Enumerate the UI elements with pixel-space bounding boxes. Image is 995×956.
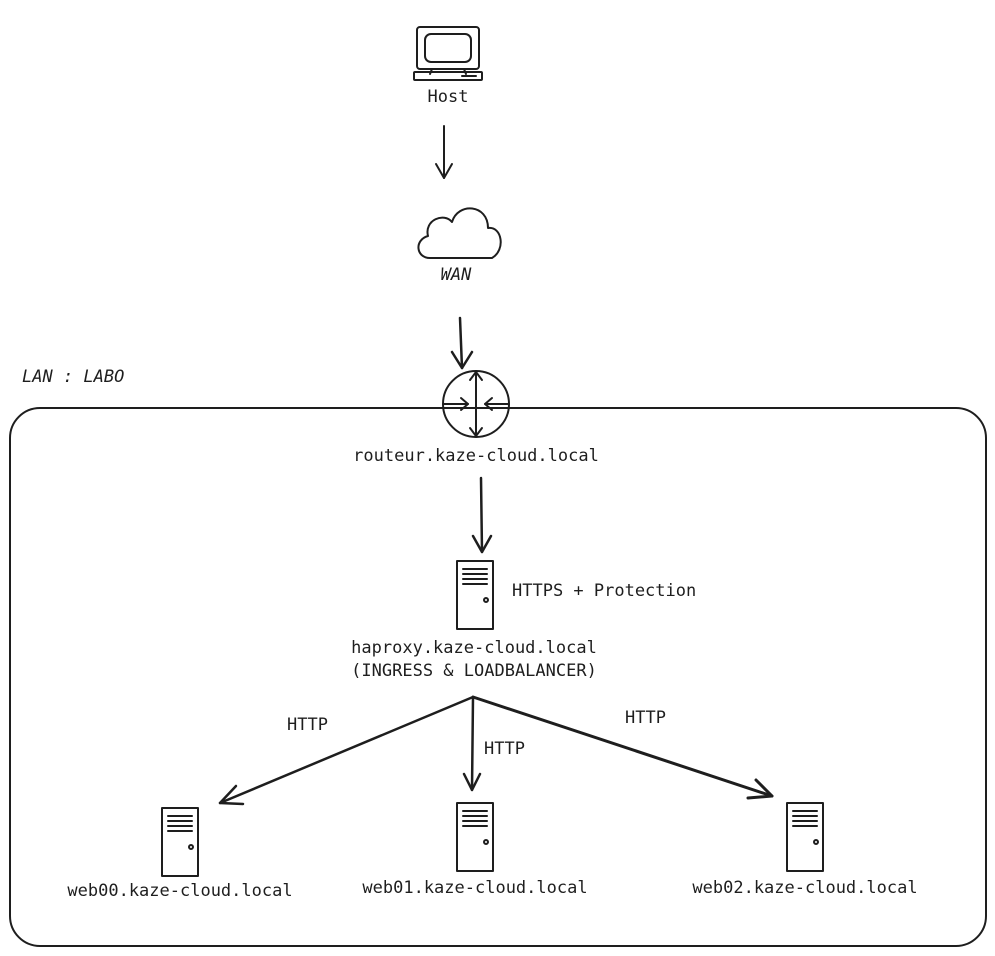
arrow-haproxy-to-web00 <box>218 695 475 806</box>
haproxy-label: haproxy.kaze-cloud.local <box>351 638 597 658</box>
web01-label: web01.kaze-cloud.local <box>362 878 588 898</box>
arrow-wan-to-router <box>450 316 474 370</box>
arrow-host-to-wan <box>435 125 453 179</box>
lan-label: LAN : LABO <box>22 367 125 387</box>
lan-boundary <box>9 407 987 947</box>
web02-server-icon <box>786 802 824 872</box>
web00-label: web00.kaze-cloud.local <box>67 881 293 901</box>
haproxy-server-icon <box>456 560 494 630</box>
router-label: routeur.kaze-cloud.local <box>353 446 599 466</box>
wan-label: WAN <box>440 265 472 285</box>
edge-label-web00: HTTP <box>287 715 328 735</box>
arrow-haproxy-to-web01 <box>462 695 482 792</box>
host-label: Host <box>427 87 469 107</box>
computer-icon <box>413 26 483 81</box>
edge-label-web01: HTTP <box>484 739 525 759</box>
edge-label-web02: HTTP <box>625 708 666 728</box>
haproxy-role: (INGRESS & LOADBALANCER) <box>351 661 597 681</box>
router-icon <box>442 370 510 438</box>
web01-server-icon <box>456 802 494 872</box>
cloud-icon <box>417 207 502 259</box>
web02-label: web02.kaze-cloud.local <box>692 878 918 898</box>
web00-server-icon <box>161 807 199 877</box>
arrow-router-to-haproxy <box>471 476 493 554</box>
haproxy-note: HTTPS + Protection <box>512 581 697 601</box>
arrow-haproxy-to-web02 <box>471 695 774 800</box>
